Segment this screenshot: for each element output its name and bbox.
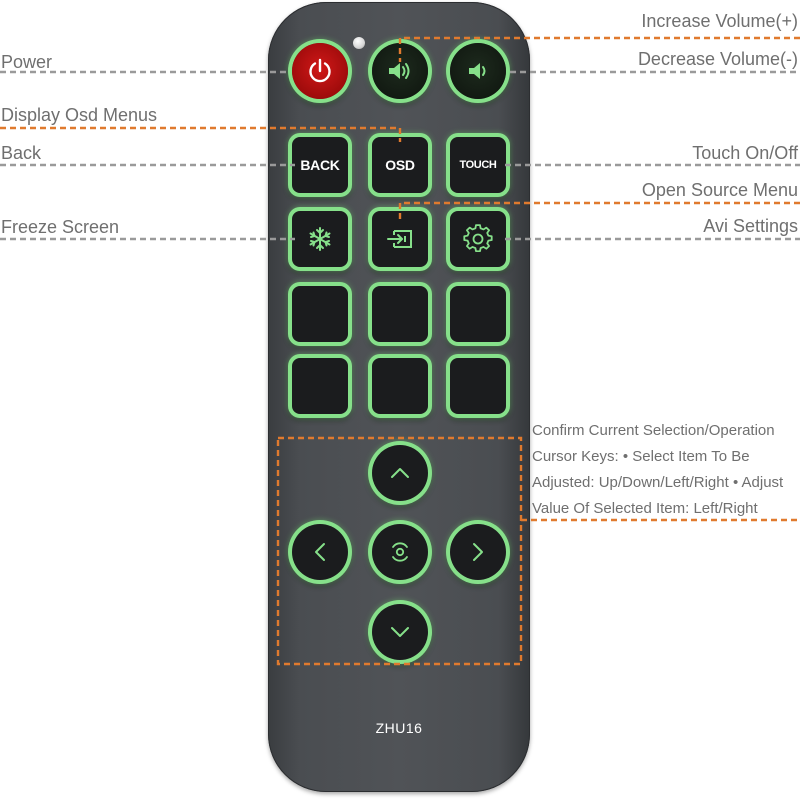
indicator-led — [353, 37, 365, 49]
osd-button-label: OSD — [385, 157, 415, 173]
cursor-note-line-3: Adjusted: Up/Down/Left/Right • Adjust — [532, 474, 784, 491]
cursor-keys-outline — [276, 436, 523, 666]
label-display-osd: Display Osd Menus — [1, 105, 158, 125]
ok-button[interactable] — [372, 524, 428, 580]
snowflake-icon — [309, 227, 331, 251]
blank-key-r4c1[interactable] — [292, 286, 348, 342]
gear-icon — [463, 224, 493, 253]
chevron-right-icon — [473, 543, 483, 561]
power-button[interactable] — [292, 43, 348, 99]
leader-open-source — [398, 201, 800, 222]
settings-button[interactable] — [450, 211, 506, 267]
label-touch: Touch On/Off — [692, 143, 798, 163]
label-back: Back — [1, 143, 42, 163]
target-icon — [392, 542, 408, 562]
back-button-label: BACK — [300, 157, 340, 173]
volume-up-button[interactable] — [372, 43, 428, 99]
back-button[interactable]: BACK — [292, 137, 348, 193]
input-source-icon — [387, 230, 412, 248]
label-open-source: Open Source Menu — [641, 180, 798, 200]
down-button[interactable] — [372, 604, 428, 660]
blank-key-r4c3[interactable] — [450, 286, 506, 342]
blank-key-r5c1[interactable] — [292, 358, 348, 414]
touch-button-label: TOUCH — [459, 159, 497, 171]
power-icon — [309, 58, 331, 83]
cursor-note-line-4: Value Of Selected Item: Left/Right — [532, 500, 758, 517]
label-decrease-volume: Decrease Volume(-) — [637, 49, 798, 69]
left-button[interactable] — [292, 524, 348, 580]
touch-button[interactable]: TOUCH — [450, 137, 506, 193]
source-button[interactable] — [372, 211, 428, 267]
cursor-note-line-1: Confirm Current Selection/Operation — [532, 422, 775, 439]
speaker-down-icon — [469, 63, 486, 79]
chevron-down-icon — [391, 627, 409, 637]
osd-button[interactable]: OSD — [372, 137, 428, 193]
chevron-up-icon — [391, 468, 409, 478]
label-increase-volume: Increase Volume(+) — [641, 11, 798, 31]
cursor-note-line-2: Cursor Keys: • Select Item To Be — [532, 448, 750, 465]
label-power: Power — [1, 52, 53, 72]
speaker-up-icon — [389, 63, 410, 79]
blank-key-r4c2[interactable] — [372, 286, 428, 342]
leader-display-osd — [0, 126, 402, 142]
up-button[interactable] — [372, 445, 428, 501]
leader-increase-volume — [398, 36, 800, 62]
chevron-left-icon — [315, 543, 325, 561]
label-avi-settings: Avi Settings — [703, 216, 798, 236]
label-freeze: Freeze Screen — [1, 217, 120, 237]
blank-key-r5c3[interactable] — [450, 358, 506, 414]
model-number: ZHU16 — [375, 720, 423, 736]
blank-key-r5c2[interactable] — [372, 358, 428, 414]
freeze-button[interactable] — [292, 211, 348, 267]
volume-down-button[interactable] — [450, 43, 506, 99]
right-button[interactable] — [450, 524, 506, 580]
